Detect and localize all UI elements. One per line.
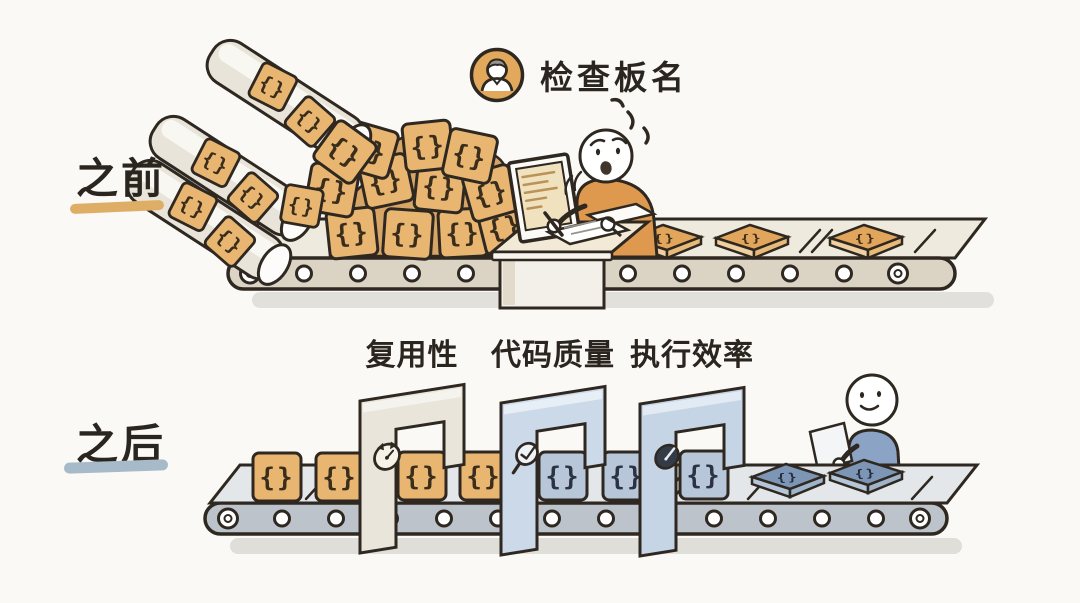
gate-efficiency (638, 385, 746, 558)
magnifier-check-icon (511, 441, 539, 475)
code-block-checked (537, 450, 589, 502)
gate-label-reusability: 复用性 (365, 338, 459, 373)
belt-shadow (230, 538, 962, 554)
magnifier-on-paper-icon (600, 216, 616, 232)
reader-head (845, 373, 899, 427)
screen-text-lines (521, 170, 558, 210)
gate-reusability (358, 382, 466, 555)
belt-shadow (252, 292, 994, 308)
caption-label: 检查板名 (540, 58, 688, 97)
reuse-refresh-icon (373, 441, 401, 471)
smile-mouth (859, 404, 880, 411)
writing-arm (543, 170, 588, 237)
report-sheet (808, 421, 854, 472)
after-section-label: 之后 (76, 420, 167, 469)
gate-label-code-quality: 代码质量 (491, 338, 615, 373)
worried-mouth (600, 161, 612, 175)
before-section-label: 之前 (76, 154, 167, 203)
sweat-drops (610, 97, 650, 145)
code-block (251, 451, 303, 503)
before-caption: 检查板名 (468, 46, 688, 104)
pen-icon (543, 211, 564, 237)
gauge-icon (654, 443, 680, 470)
user-avatar-icon (469, 47, 525, 103)
after-scene (203, 373, 981, 558)
paper-sheets (544, 202, 658, 246)
gate-code-quality (499, 384, 607, 557)
before-scene (118, 31, 994, 310)
gate-label-efficiency: 执行效率 (630, 338, 754, 373)
